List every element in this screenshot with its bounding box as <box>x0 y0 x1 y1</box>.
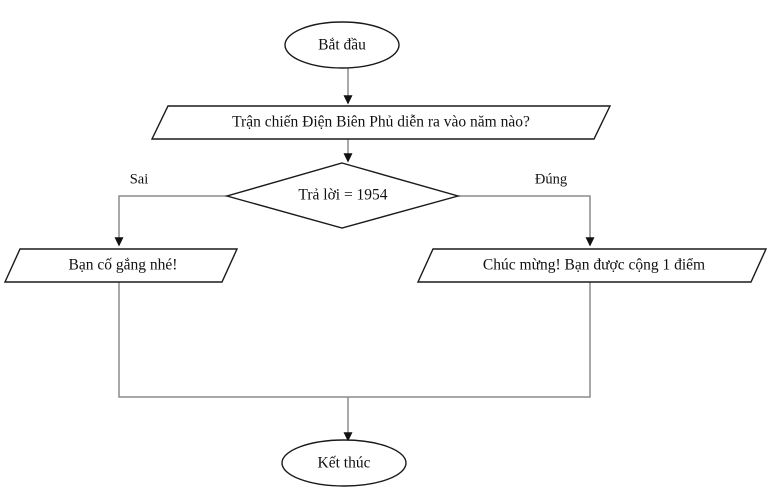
question-parallelogram-shape <box>150 105 612 140</box>
connector-decision-true-branch <box>458 195 595 247</box>
correct-result-parallelogram-shape <box>416 248 768 283</box>
end-ellipse-shape <box>281 439 407 487</box>
decision-label: Trả lời = 1954 <box>298 187 387 204</box>
edge-label-false: Sai <box>130 171 149 187</box>
node-end[interactable]: Kết thúc <box>281 439 407 487</box>
end-label: Kết thúc <box>318 455 371 472</box>
start-ellipse-shape <box>284 21 400 69</box>
connector-wrong-to-merge <box>118 282 348 398</box>
edge-label-true: Đúng <box>535 171 567 187</box>
wrong-result-parallelogram-shape <box>3 248 239 283</box>
start-label: Bắt đầu <box>318 37 366 54</box>
node-correct-result[interactable]: Chúc mừng! Bạn được cộng 1 điểm <box>416 248 768 283</box>
connector-correct-to-merge <box>348 282 591 398</box>
correct-result-label: Chúc mừng! Bạn được cộng 1 điểm <box>483 257 705 274</box>
decision-diamond-shape <box>224 162 461 229</box>
node-start[interactable]: Bắt đầu <box>284 21 400 69</box>
node-decision[interactable]: Trả lời = 1954 <box>224 162 461 229</box>
node-question[interactable]: Trận chiến Điện Biên Phủ diễn ra vào năm… <box>150 105 612 140</box>
node-wrong-result[interactable]: Bạn cố gắng nhé! <box>3 248 239 283</box>
wrong-result-label: Bạn cố gắng nhé! <box>69 257 178 274</box>
connector-decision-false-branch <box>114 195 227 247</box>
question-label: Trận chiến Điện Biên Phủ diễn ra vào năm… <box>232 114 530 131</box>
